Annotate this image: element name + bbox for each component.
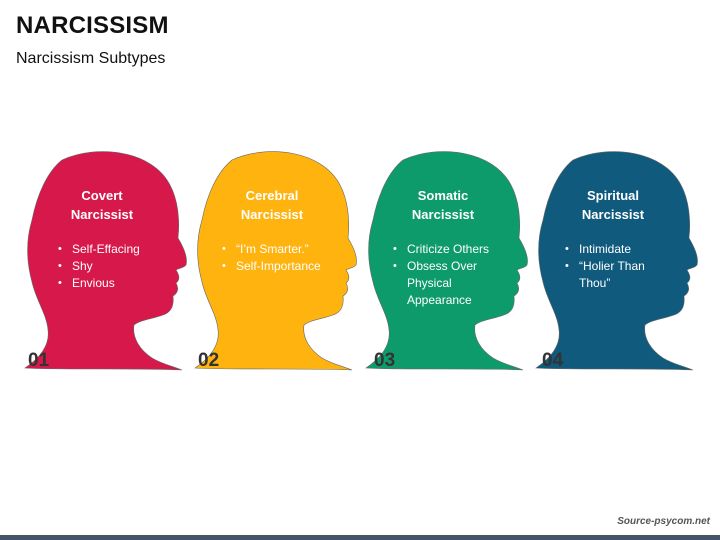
trait-item: “I’m Smarter.” [222, 241, 347, 258]
subtype-card-cerebral: Cerebral Narcissist “I’m Smarter.” Self-… [192, 150, 362, 380]
subtype-number: 03 [374, 350, 396, 371]
subtype-title: Cerebral Narcissist [240, 188, 304, 222]
subtype-trait-list: Intimidate “Holier Than Thou” [565, 241, 670, 292]
subtype-trait-list: Criticize Others Obsess Over Physical Ap… [393, 241, 503, 309]
subtype-title: Covert Narcissist [70, 188, 134, 222]
subtype-title: Spiritual Narcissist [581, 188, 645, 222]
trait-item: “Holier Than Thou” [565, 258, 670, 292]
page-subtitle: Narcissism Subtypes [16, 50, 166, 67]
subtype-number: 04 [542, 350, 564, 371]
source-credit: Source-psycom.net [617, 516, 710, 527]
subtype-card-spiritual: Spiritual Narcissist Intimidate “Holier … [533, 150, 703, 380]
subtype-trait-list: “I’m Smarter.” Self-Importance [222, 241, 347, 275]
trait-item: Shy [58, 258, 178, 275]
trait-item: Envious [58, 275, 178, 292]
subtype-number: 02 [198, 350, 220, 371]
trait-item: Self-Effacing [58, 241, 178, 258]
trait-item: Self-Importance [222, 258, 347, 275]
subtype-card-covert: Covert Narcissist Self-Effacing Shy Envi… [22, 150, 192, 380]
bottom-bar [0, 535, 720, 540]
trait-item: Obsess Over Physical Appearance [393, 258, 503, 309]
subtype-card-somatic: Somatic Narcissist Criticize Others Obse… [363, 150, 533, 380]
trait-item: Intimidate [565, 241, 670, 258]
subtype-title: Somatic Narcissist [411, 188, 475, 222]
page-title: NARCISSISM [16, 12, 169, 39]
subtype-number: 01 [28, 350, 50, 371]
trait-item: Criticize Others [393, 241, 503, 258]
subtype-trait-list: Self-Effacing Shy Envious [58, 241, 178, 292]
